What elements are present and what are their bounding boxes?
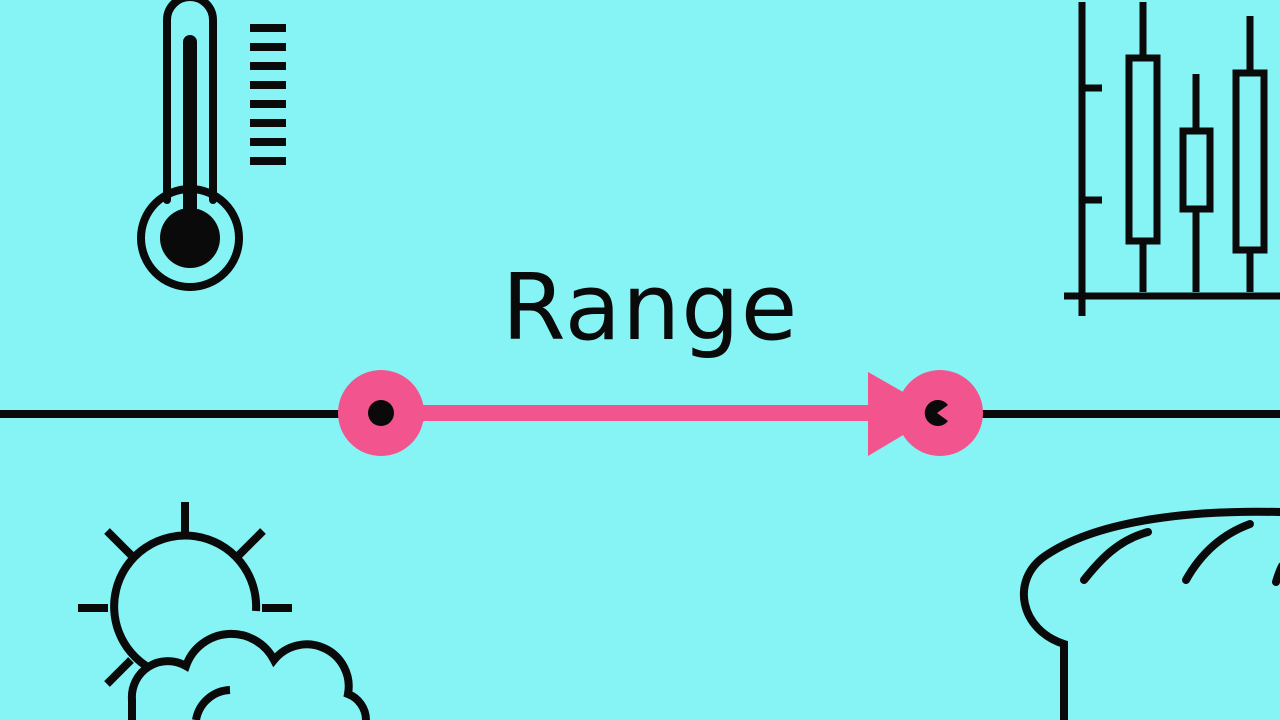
sun-cloud-icon bbox=[78, 502, 370, 720]
diagram-title: Range bbox=[501, 254, 799, 361]
bread-loaf-icon bbox=[1019, 507, 1280, 720]
start-point-marker bbox=[338, 370, 424, 456]
candlestick-chart-icon bbox=[1064, 2, 1280, 316]
thermometer-icon bbox=[137, 0, 286, 291]
end-point-marker bbox=[897, 370, 983, 456]
